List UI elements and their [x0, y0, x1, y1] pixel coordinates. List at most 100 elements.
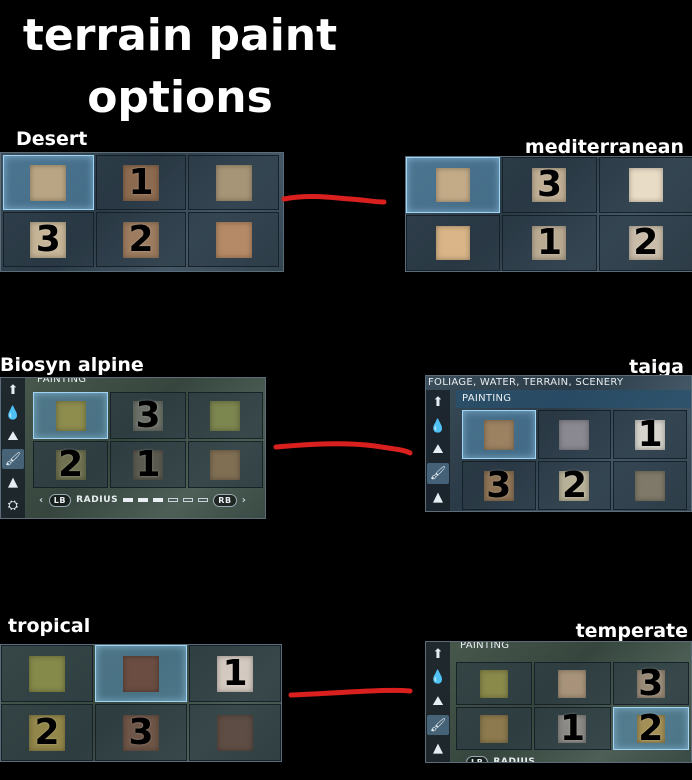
terrain-tile[interactable]	[189, 704, 281, 761]
terrain-tile[interactable]	[406, 157, 501, 213]
terrain-tile[interactable]	[95, 645, 187, 702]
terrain-swatch	[628, 226, 663, 260]
terrain-tile[interactable]	[462, 410, 536, 459]
paint-brush-icon[interactable]: 🖌	[427, 463, 449, 485]
title-line-2: options	[87, 72, 273, 123]
rank-number: 2	[561, 464, 588, 506]
terrain-tile[interactable]	[187, 392, 263, 439]
terrain-tile[interactable]	[456, 707, 533, 750]
terrain-swatch	[55, 449, 86, 480]
terrain-tile[interactable]: 2	[537, 461, 612, 510]
tool-sidebar: ⬆ 💧 ⛰ 🖌 ▲	[426, 390, 450, 511]
rank-number: 1	[135, 443, 161, 485]
terrain-tool-icon[interactable]: ⛰	[432, 442, 444, 458]
tree-icon[interactable]: ⬆	[7, 382, 19, 398]
rank-number: 2	[638, 707, 664, 749]
terrain-tile[interactable]: 1	[110, 441, 186, 488]
terrain-tile[interactable]	[613, 461, 687, 510]
radius-control[interactable]: ‹ LB RADIUS RB ›	[39, 490, 246, 510]
terrain-tile[interactable]	[187, 441, 263, 488]
chevron-left-icon[interactable]: ‹	[39, 494, 44, 506]
lb-button[interactable]: LB	[48, 493, 72, 507]
terrain-tile[interactable]	[534, 662, 611, 705]
terrain-swatch	[29, 655, 65, 692]
painting-header: PAINTING	[460, 641, 510, 651]
rank-number: 3	[486, 464, 512, 506]
terrain-tile[interactable]: 3	[110, 392, 186, 439]
rank-number: 1	[222, 652, 248, 694]
terrain-tile[interactable]: 3	[502, 157, 597, 213]
tool-sidebar: ⬆ 💧 ⛰ 🖌 ▲	[426, 642, 450, 762]
terrain-tool-icon[interactable]: ⛰	[7, 428, 19, 444]
terrain-swatch	[210, 400, 241, 431]
terrain-tile[interactable]: 2	[95, 212, 187, 267]
paint-brush-icon[interactable]: 🖌	[427, 714, 449, 736]
tree-icon[interactable]: ⬆	[432, 394, 444, 410]
terrain-tile[interactable]: 3	[95, 704, 187, 761]
terrain-swatch	[635, 419, 666, 450]
terrain-swatch	[215, 221, 252, 258]
scenery-icon[interactable]: ⛭	[7, 497, 19, 513]
terrain-tile[interactable]: 3	[462, 461, 536, 510]
water-drop-icon[interactable]: 💧	[429, 418, 447, 434]
terrain-tile[interactable]	[537, 410, 612, 459]
terrain-swatch	[559, 419, 590, 450]
terrain-tile[interactable]: 2	[1, 704, 93, 761]
terrain-tool-icon[interactable]: ⛰	[432, 693, 444, 709]
radius-segment	[138, 498, 149, 502]
mountain-icon[interactable]: ▲	[8, 474, 18, 490]
terrain-tile[interactable]: 1	[95, 155, 187, 210]
radius-label: RADIUS	[493, 757, 536, 763]
terrain-tile[interactable]: 1	[613, 410, 687, 459]
tree-icon[interactable]: ⬆	[432, 646, 444, 662]
terrain-swatch	[29, 714, 65, 751]
terrain-swatch	[132, 400, 163, 431]
water-drop-icon[interactable]: 💧	[429, 670, 447, 686]
terrain-tile[interactable]	[188, 212, 279, 267]
chevron-right-icon[interactable]: ›	[241, 494, 247, 506]
terrain-tile[interactable]	[1, 645, 93, 702]
terrain-swatch	[532, 226, 567, 260]
terrain-tile[interactable]: 1	[189, 645, 281, 702]
terrain-swatch	[436, 168, 471, 202]
terrain-tile[interactable]: 2	[33, 441, 109, 488]
tile-grid-taiga: 1 3 2	[462, 410, 687, 510]
terrain-tile[interactable]	[598, 157, 692, 213]
terrain-tile[interactable]	[33, 392, 109, 439]
radius-control[interactable]: LB RADIUS	[466, 752, 536, 763]
label-desert: Desert	[16, 128, 88, 150]
rb-button[interactable]: RB	[213, 493, 237, 507]
terrain-swatch	[483, 470, 514, 501]
terrain-swatch	[532, 168, 567, 202]
terrain-tile[interactable]	[3, 155, 94, 210]
terrain-swatch	[628, 168, 663, 202]
mountain-icon[interactable]: ▲	[433, 490, 443, 506]
terrain-tile[interactable]: 3	[3, 212, 94, 267]
terrain-swatch	[123, 714, 159, 751]
terrain-swatch	[55, 400, 86, 431]
rank-number: 3	[135, 394, 161, 436]
terrain-swatch	[30, 164, 67, 201]
rank-number: 3	[638, 662, 664, 704]
rank-number: 3	[128, 711, 154, 753]
terrain-tile[interactable]: 1	[502, 215, 597, 271]
terrain-tile[interactable]	[406, 215, 501, 271]
water-drop-icon[interactable]: 💧	[4, 405, 22, 421]
painting-tab[interactable]: PAINTING	[456, 390, 691, 408]
painting-header: PAINTING	[37, 377, 87, 385]
terrain-tile[interactable]	[456, 662, 533, 705]
terrain-tile[interactable]: 2	[598, 215, 692, 271]
terrain-tile[interactable]: 3	[612, 662, 689, 705]
label-temperate: temperate	[575, 620, 688, 642]
terrain-tile[interactable]: 1	[534, 707, 611, 750]
terrain-swatch	[483, 419, 514, 450]
mountain-icon[interactable]: ▲	[433, 741, 443, 757]
terrain-tile[interactable]	[188, 155, 279, 210]
paint-brush-icon[interactable]: 🖌	[2, 449, 24, 469]
terrain-tile[interactable]: 2	[612, 707, 689, 750]
terrain-swatch	[132, 449, 163, 480]
